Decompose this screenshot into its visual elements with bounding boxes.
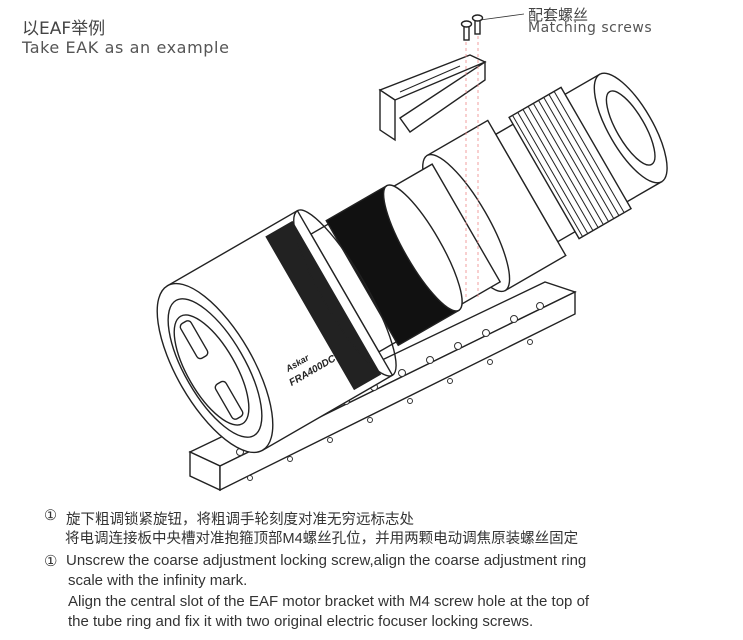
instruction-en-line1: Unscrew the coarse adjustment locking sc…	[66, 552, 587, 569]
instruction-en-line4: the tube ring and fix it with two origin…	[68, 613, 534, 630]
eaf-bracket	[378, 54, 487, 142]
matching-screws-icon	[460, 14, 484, 41]
telescope-illustration: Askar FRA400DC	[156, 13, 668, 492]
title-en: Take EAK as an example	[22, 38, 230, 57]
instruction-cn-line1: 旋下粗调锁紧旋钮，将粗调手轮刻度对准无穷远标志处	[66, 512, 414, 528]
screws-label-cn: 配套螺丝	[528, 6, 589, 24]
step-marker-cn: ①	[44, 508, 57, 524]
instruction-en-line2: scale with the infinity mark.	[68, 572, 248, 589]
title-cn: 以EAF举例	[22, 19, 106, 39]
instruction-en-line3: Align the central slot of the EAF motor …	[68, 593, 590, 610]
screws-label-en: Matching screws	[528, 20, 653, 36]
instruction-cn-line2: 将电调连接板中央槽对准抱箍顶部M4螺丝孔位，并用两颗电动调焦原装螺丝固定	[65, 531, 579, 547]
step-marker-en: ①	[44, 553, 58, 570]
